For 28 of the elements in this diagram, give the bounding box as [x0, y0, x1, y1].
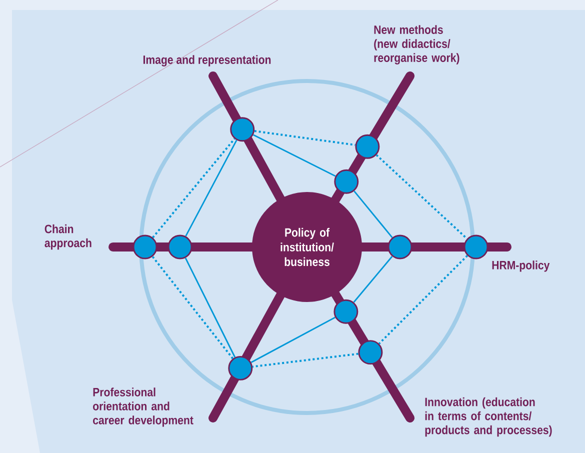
marker-circle: [388, 234, 412, 260]
dotted-connector: [376, 154, 468, 240]
marker-circle: [464, 234, 488, 260]
connector-line: [252, 134, 336, 177]
marker-circle: [334, 169, 359, 194]
dotted-connector: [254, 130, 356, 146]
marker-circle: [168, 234, 192, 260]
dotted-connector: [152, 256, 234, 360]
marker-circle: [230, 117, 255, 142]
marker-circle: [334, 299, 358, 324]
spoke-label: Professional orientation and career development: [93, 388, 194, 427]
spoke-label: Image and representation: [143, 55, 271, 66]
dotted-connector: [378, 254, 468, 344]
marker-circle: [132, 234, 158, 260]
dotted-connector: [152, 138, 236, 238]
spoke-label: Innovation (education in terms of contents/ products and processes): [425, 397, 552, 437]
spoke-label: Chain approach: [44, 224, 92, 250]
spoke-label: New methods (new didactics/ reorganise work): [374, 25, 460, 64]
spoke-label: HRM-policy: [492, 260, 550, 272]
connector-line: [354, 190, 393, 238]
dotted-connector: [252, 352, 358, 368]
marker-circle: [358, 340, 383, 365]
marker-circle: [355, 134, 380, 159]
connector-line: [250, 316, 336, 364]
connector-line: [185, 140, 238, 237]
marker-circle: [228, 356, 253, 380]
connector-line: [184, 258, 236, 358]
connector-line: [353, 256, 393, 303]
